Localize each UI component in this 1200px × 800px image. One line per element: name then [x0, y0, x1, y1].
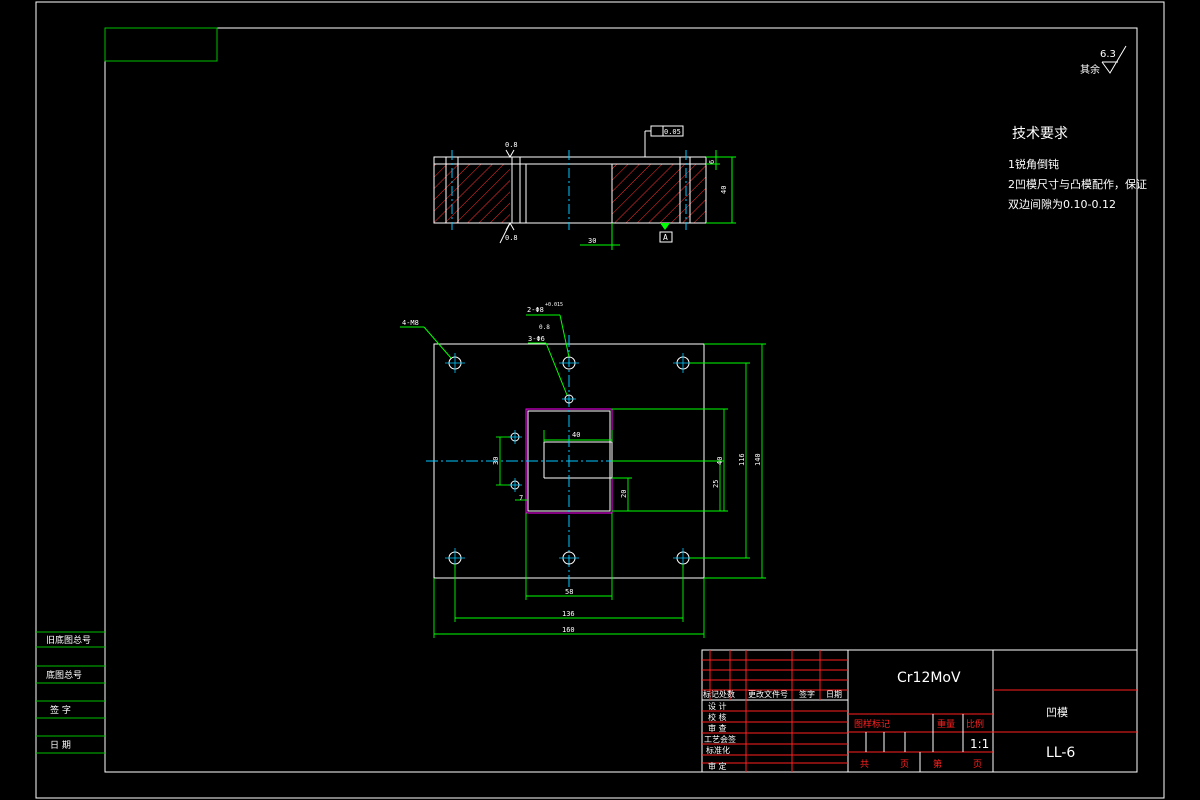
callout-pin: 2-Φ8 — [527, 306, 544, 314]
plan-dimensions — [433, 343, 766, 638]
outer-frame — [35, 1, 1165, 799]
dim-25: 25 — [712, 480, 720, 488]
dim-40-top: 40 — [572, 431, 580, 439]
title-scale: 1:1 — [970, 737, 989, 751]
section-roughness-top: 0.8 — [505, 141, 518, 149]
row-standard: 标准化 — [706, 745, 730, 755]
dim-7: 7 — [519, 494, 523, 502]
dim-136: 136 — [562, 610, 575, 618]
row-process: 工艺会签 — [704, 734, 736, 744]
col-date: 日期 — [826, 690, 842, 699]
section-datum: A — [663, 233, 668, 242]
title-block — [701, 649, 1138, 773]
left-table-row4: 日 期 — [50, 740, 71, 751]
leaders — [400, 314, 570, 396]
callout-holes: 3-Φ6 — [528, 335, 545, 343]
section-view — [433, 125, 736, 250]
section-dim-step: 6 — [708, 160, 716, 164]
tech-req-line1: 1锐角倒钝 — [1008, 157, 1059, 171]
left-table-row2: 底图总号 — [46, 669, 82, 681]
left-table-row3: 签 字 — [50, 704, 71, 716]
row-check: 校 核 — [708, 712, 727, 722]
callout-pin-rough: 0.8 — [539, 324, 550, 331]
col-sign: 签字 — [799, 689, 815, 699]
dim-140: 140 — [754, 453, 762, 466]
inner-frame — [104, 27, 1138, 773]
dim-30: 30 — [492, 457, 500, 465]
section-dim-thickness: 40 — [720, 186, 728, 194]
dim-116: 116 — [738, 453, 746, 466]
title-material: Cr12MoV — [897, 670, 961, 686]
section-tolerance: 0.05 — [664, 128, 681, 136]
section-roughness-bottom: 0.8 — [505, 234, 518, 242]
title-total-label: 共 — [860, 759, 869, 770]
tech-req-line3: 双边间隙为0.10-0.12 — [1008, 197, 1116, 211]
corner-box — [104, 27, 218, 62]
dim-20: 20 — [620, 490, 628, 498]
callout-pin-tol: +0.015 — [545, 302, 563, 308]
title-sheet-label: 第 — [933, 758, 942, 770]
roughness-symbol — [1101, 45, 1127, 74]
col-change-doc: 更改文件号 — [748, 689, 788, 699]
row-approve: 审 定 — [708, 761, 727, 771]
row-design: 设 计 — [708, 701, 727, 711]
title-part-name: 凹模 — [1046, 706, 1068, 719]
left-side-table — [36, 631, 105, 754]
section-dim-bottom: 30 — [588, 237, 596, 245]
callout-m8: 4-M8 — [402, 319, 419, 327]
tech-req-line2: 2凹模尺寸与凸模配作，保证 — [1008, 177, 1147, 191]
dim-40-right: 40 — [716, 457, 724, 465]
title-weight-label: 重量 — [937, 718, 955, 730]
tech-req-title: 技术要求 — [1012, 126, 1068, 142]
dim-58: 58 — [565, 588, 573, 596]
dim-160: 160 — [562, 626, 575, 634]
roughness-value: 6.3 — [1100, 49, 1116, 60]
row-review: 审 查 — [708, 723, 727, 733]
left-table-row1: 旧底图总号 — [46, 634, 91, 646]
title-stage-label: 图样标记 — [854, 718, 890, 730]
title-scale-label: 比例 — [966, 718, 984, 730]
roughness-label: 其余 — [1080, 63, 1100, 76]
plan-view — [426, 335, 720, 590]
col-mark-label: 标记处数 — [703, 689, 735, 699]
title-sheet-page-label: 页 — [973, 759, 982, 770]
title-drawing-no: LL-6 — [1046, 745, 1075, 761]
title-page-label: 页 — [900, 759, 909, 770]
